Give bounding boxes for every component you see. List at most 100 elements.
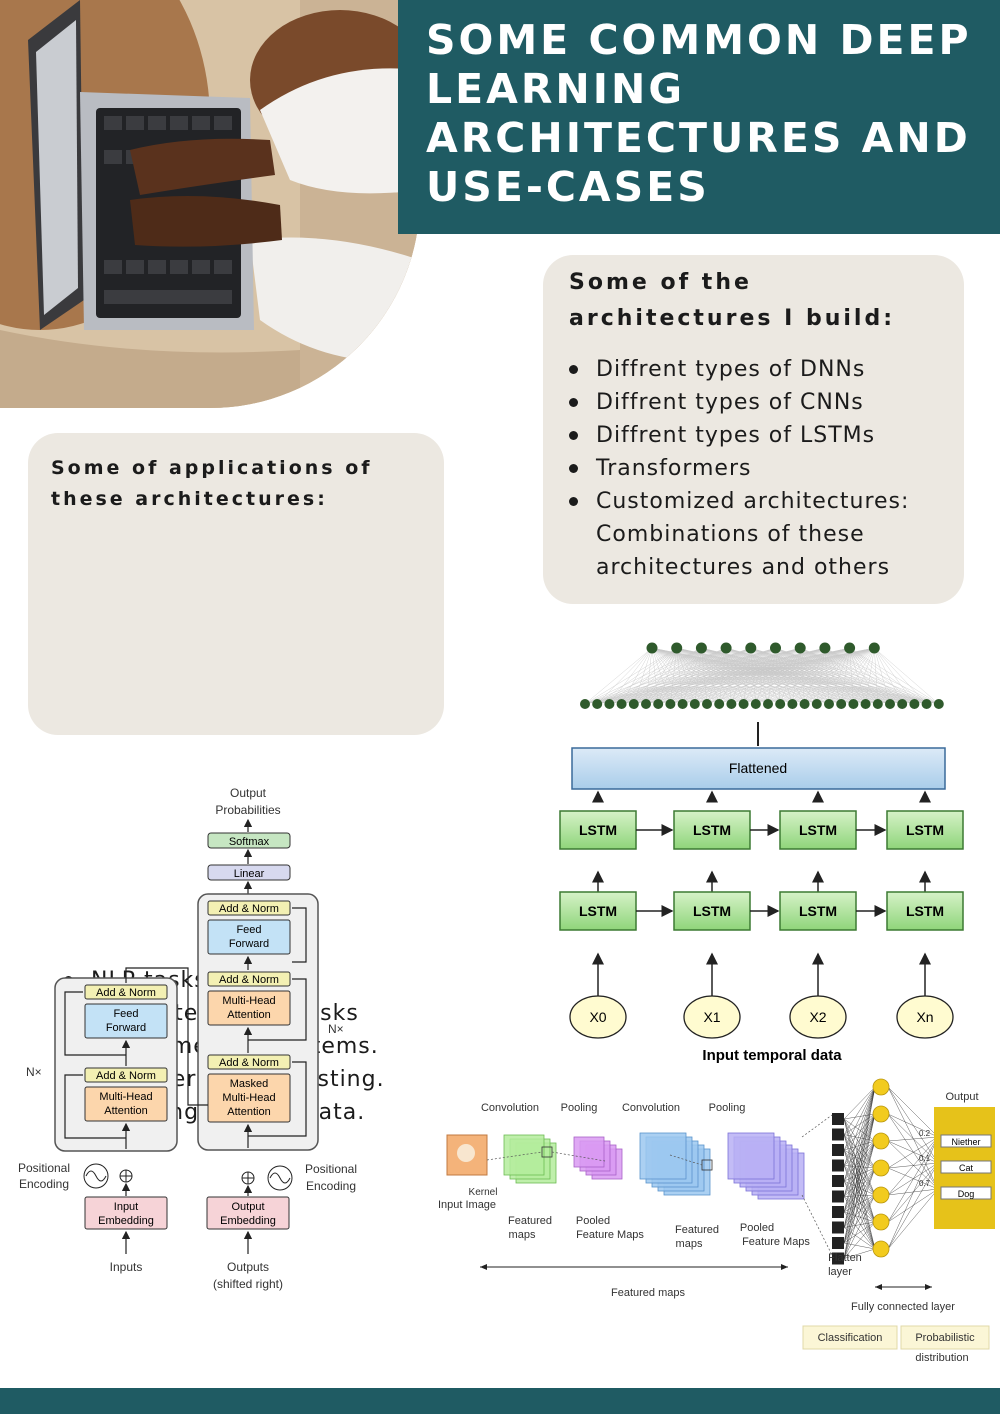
flatten-unit: [832, 1237, 844, 1249]
featured-label: Featured: [508, 1215, 552, 1227]
neuron-node: [872, 1132, 890, 1150]
connection-line: [706, 647, 875, 705]
multi-head-label: Multi-Head: [99, 1091, 152, 1103]
connection-line: [597, 647, 825, 705]
neuron-node: [695, 642, 707, 654]
connection-line: [874, 647, 891, 705]
title-banner: SOME COMMON DEEP LEARNING ARCHITECTURES …: [398, 0, 1000, 234]
masked-attention-box: [207, 1073, 291, 1123]
list-item: Customized architectures: Combinations o…: [569, 485, 956, 584]
class-dog-label: Dog: [958, 1189, 975, 1199]
maps-label: maps: [676, 1238, 703, 1250]
output-embedding-box: [206, 1196, 290, 1230]
dense-connections: [584, 647, 939, 705]
connection-line: [597, 647, 751, 705]
pooled-label: Pooled: [740, 1222, 774, 1234]
pooling-label: Pooling: [709, 1102, 746, 1114]
input-node-label: X2: [809, 1009, 826, 1025]
neuron-node: [763, 699, 773, 709]
feature-map: [639, 1132, 687, 1180]
connection-line: [597, 647, 653, 705]
connection-line: [731, 647, 875, 705]
lstm-cell: [559, 891, 637, 931]
lstm-cell-label: LSTM: [579, 903, 617, 919]
add-norm-label: Add & Norm: [96, 1070, 156, 1082]
input-node: [896, 995, 954, 1039]
lstm-diagram: Flattened LSTMLSTMX0LSTMLSTMX1LSTMLSTMX2…: [559, 642, 964, 1064]
connection-line: [865, 647, 875, 705]
maps-label: maps: [509, 1229, 536, 1241]
connection-line: [658, 647, 875, 705]
add-norm-box: [84, 1067, 168, 1083]
neuron-node: [775, 699, 786, 709]
output-label: Output: [230, 786, 267, 800]
output-label: Output: [231, 1201, 264, 1213]
connection-line: [804, 647, 875, 705]
neuron-node: [714, 699, 725, 709]
convolution-label: Convolution: [622, 1102, 680, 1114]
neuron-node: [616, 699, 627, 709]
neuron-node: [860, 699, 871, 709]
probabilistic-label: Probabilistic: [915, 1332, 975, 1344]
flatten-layer: [801, 1113, 844, 1265]
applications-card: Some of applications of these architectu…: [28, 433, 444, 1125]
forward-label: Forward: [229, 938, 269, 950]
connection-line: [743, 647, 875, 705]
connection-line: [874, 647, 939, 705]
multi-head-attention-box: [84, 1086, 168, 1122]
neuron-node: [628, 699, 639, 709]
add-norm-label: Add & Norm: [219, 974, 279, 986]
input-node: [569, 995, 627, 1039]
flatten-unit: [832, 1113, 844, 1125]
connection-line: [584, 647, 875, 705]
connection-line: [719, 647, 875, 705]
featured-maps-span-label: Featured maps: [611, 1287, 685, 1299]
neuron-node: [787, 699, 798, 709]
feature-map: [727, 1132, 775, 1180]
list-item: Diffrent types of CNNs: [569, 386, 956, 419]
neuron-node: [794, 642, 806, 654]
cnn-diagram: Convolution Pooling Convolution Pooling …: [438, 1078, 995, 1364]
feed-forward-box: [84, 1003, 168, 1039]
neuron-node: [897, 699, 908, 709]
connection-line: [597, 647, 702, 705]
neuron-node: [702, 699, 712, 709]
connection-line: [609, 647, 875, 705]
neuron-node: [641, 699, 651, 709]
encoding-label: Encoding: [19, 1177, 69, 1191]
neuron-node: [885, 699, 895, 709]
flattened-label: Flattened: [729, 760, 787, 776]
input-embedding-box: [84, 1196, 168, 1230]
connection-line: [584, 647, 702, 705]
flattened-box: [571, 747, 946, 790]
positional-label: Positional: [305, 1162, 357, 1176]
softmax-box: [207, 832, 291, 849]
feature-maps-label: Feature Maps: [742, 1236, 810, 1248]
architectures-heading: Some of the architectures I build:: [569, 270, 896, 331]
neuron-node: [665, 699, 676, 709]
flatten-unit: [832, 1252, 844, 1265]
probabilities-label: Probabilities: [215, 803, 280, 817]
neuron-node: [720, 642, 732, 654]
class-niether-label: Niether: [951, 1137, 980, 1147]
class-cat-box: [940, 1160, 992, 1174]
connection-line: [584, 647, 801, 705]
class-dog-box: [940, 1186, 992, 1200]
neuron-node: [868, 642, 880, 654]
input-label: Input: [114, 1201, 138, 1213]
positional-label: Positional: [18, 1161, 70, 1175]
input-node-label: X1: [703, 1009, 720, 1025]
connection-line: [780, 647, 875, 705]
connection-line: [682, 647, 875, 705]
connection-line: [853, 647, 875, 705]
applications-heading: Some of applications of these architectu…: [51, 457, 373, 510]
flatten-unit: [832, 1206, 844, 1218]
add-norm-label: Add & Norm: [219, 903, 279, 915]
connection-line: [584, 647, 727, 705]
nx-label: N×: [328, 1022, 344, 1036]
add-norm-box: [207, 1054, 291, 1070]
lstm-cell-label: LSTM: [693, 903, 731, 919]
probability-label: 0.2: [919, 1129, 931, 1138]
dog-icon: [457, 1144, 475, 1162]
architectures-card: Some of the architectures I build: Diffr…: [543, 255, 964, 604]
